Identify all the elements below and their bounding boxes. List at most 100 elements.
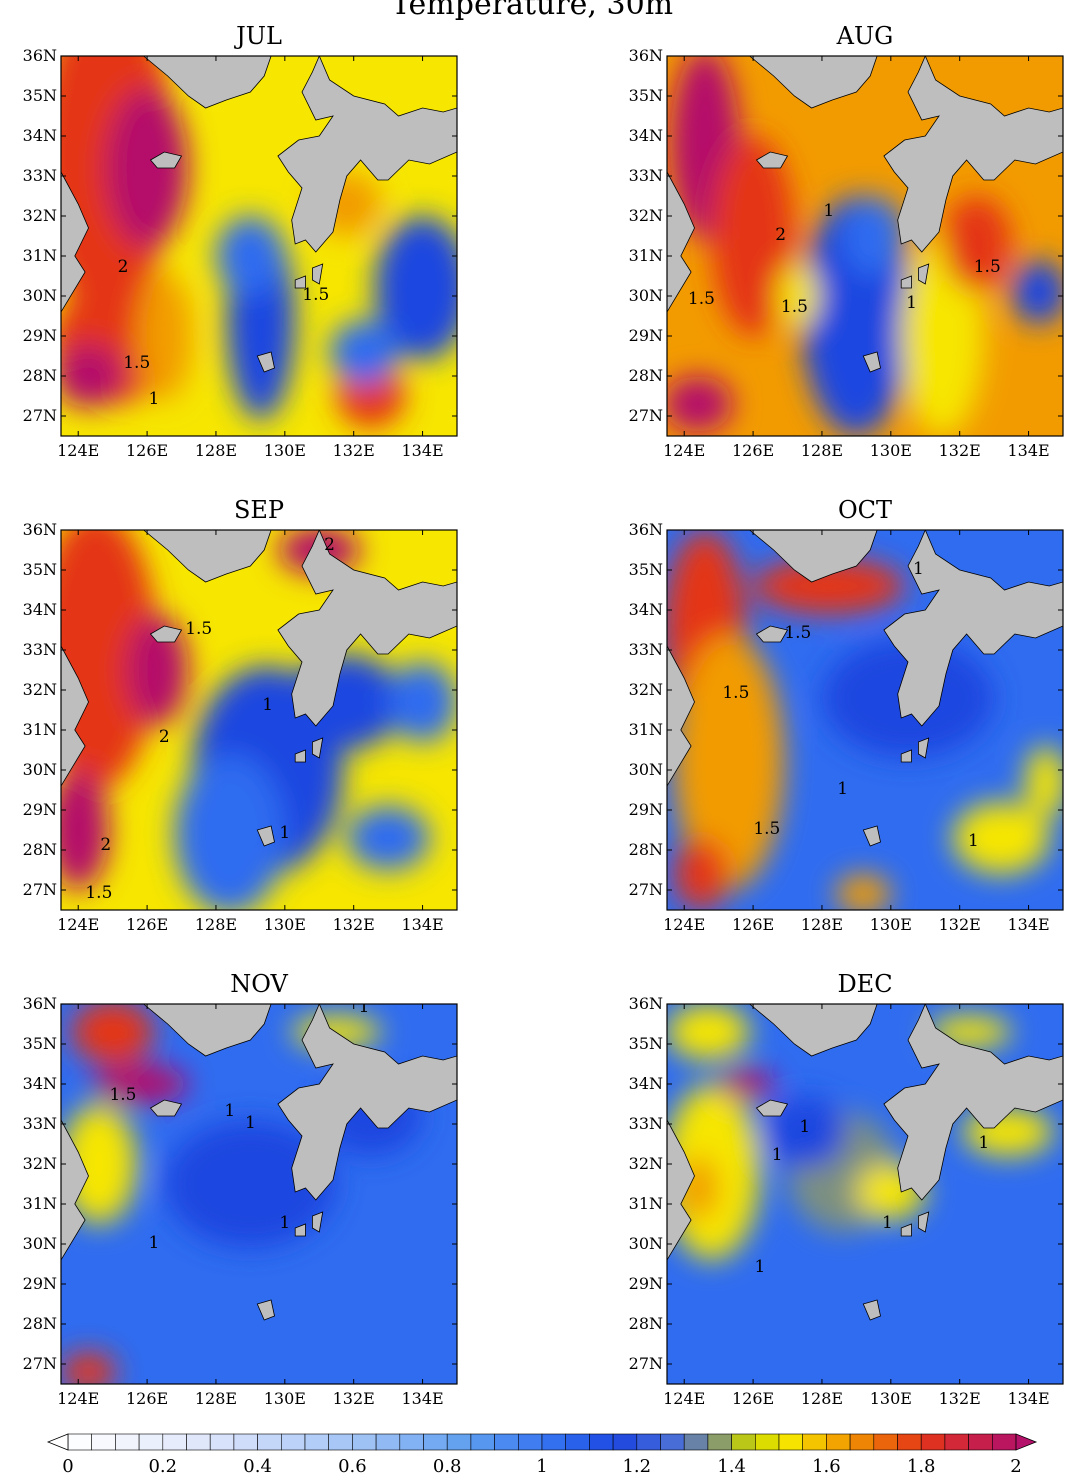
land-layer: [667, 56, 1063, 373]
panel-title: AUG: [836, 22, 894, 50]
x-tick-label: 128E: [195, 441, 237, 460]
field-blob: [1011, 260, 1063, 324]
contour-label: 1: [906, 293, 917, 313]
land-china: [61, 171, 89, 313]
field-blob: [952, 802, 1050, 874]
y-tick-label: 32N: [629, 680, 663, 699]
x-tick-label: 132E: [939, 915, 981, 934]
land-jeju: [149, 151, 183, 169]
contour-label: 1.5: [123, 353, 150, 373]
y-tick-label: 30N: [629, 760, 663, 779]
y-tick-label: 31N: [23, 246, 57, 265]
land-tanegashima: [918, 737, 930, 759]
y-tick-label: 35N: [629, 1034, 663, 1053]
colorbar-cell: [660, 1433, 685, 1451]
y-tick-label: 33N: [629, 1114, 663, 1133]
contour-label: 1: [279, 823, 290, 843]
field-blob: [61, 344, 123, 408]
colorbar-tick-label: 2: [1010, 1456, 1021, 1477]
y-tick-label: 35N: [629, 86, 663, 105]
contour-label: 1: [245, 1113, 256, 1133]
y-tick-label: 27N: [23, 1354, 57, 1373]
land-china: [61, 1119, 89, 1261]
colorbar-extend-low: [46, 1433, 69, 1451]
colorbar-cell: [517, 1433, 543, 1451]
colorbar-cell: [423, 1433, 448, 1451]
x-tick-label: 132E: [939, 1389, 981, 1408]
y-tick-label: 29N: [23, 1274, 57, 1293]
y-tick-label: 32N: [23, 1154, 57, 1173]
contour-label: 2: [775, 225, 786, 245]
y-tick-label: 30N: [23, 286, 57, 305]
field-blob: [329, 320, 399, 384]
land-japan: [277, 1004, 457, 1201]
colorbar-cell: [446, 1433, 472, 1451]
colorbar-cell: [968, 1433, 993, 1451]
panel-title: NOV: [230, 970, 288, 998]
y-tick-label: 34N: [629, 600, 663, 619]
y-tick-label: 29N: [629, 1274, 663, 1293]
contour-label: 2: [324, 535, 335, 555]
land-yakushima: [900, 275, 912, 289]
y-tick-label: 30N: [629, 1234, 663, 1253]
land-yakushima: [900, 1223, 912, 1237]
x-tick-label: 126E: [732, 441, 774, 460]
y-tick-label: 32N: [23, 680, 57, 699]
y-tick-label: 35N: [23, 560, 57, 579]
land-tanegashima: [918, 263, 930, 285]
x-tick-label: 132E: [333, 441, 375, 460]
x-tick-label: 128E: [801, 1389, 843, 1408]
land-amami: [256, 351, 275, 373]
contour-label: 1.5: [781, 297, 808, 317]
field-blob: [753, 558, 905, 614]
field-blob: [835, 874, 891, 910]
x-tick-label: 126E: [126, 441, 168, 460]
panel-title: SEP: [234, 496, 284, 524]
land-japan: [277, 56, 457, 253]
contour-label: 1: [799, 1117, 810, 1137]
y-tick-label: 28N: [629, 840, 663, 859]
x-tick-label: 126E: [126, 915, 168, 934]
x-tick-label: 132E: [939, 441, 981, 460]
panel-dec: 11111DEC36N35N34N33N32N31N30N29N28N27N12…: [629, 970, 1064, 1408]
x-tick-label: 130E: [264, 915, 306, 934]
y-tick-label: 35N: [629, 560, 663, 579]
colorbar-cell: [138, 1433, 164, 1451]
land-japan: [883, 1004, 1063, 1201]
contour-label: 1: [262, 695, 273, 715]
field-blob: [61, 530, 158, 790]
colorbar-cell: [209, 1433, 235, 1451]
colorbar-tick-label: 0: [62, 1456, 73, 1477]
land-amami: [862, 825, 881, 847]
field-blob: [136, 272, 192, 400]
colorbar-cell: [399, 1433, 424, 1451]
land-amami: [862, 351, 881, 373]
y-tick-label: 31N: [23, 720, 57, 739]
y-tick-label: 27N: [629, 1354, 663, 1373]
colorbar-cell: [920, 1433, 946, 1451]
field-blob: [374, 216, 457, 360]
x-tick-label: 128E: [195, 915, 237, 934]
colorbar-cell: [683, 1433, 709, 1451]
colorbar-extend-high: [1015, 1433, 1038, 1451]
panel-grid: 21.51.51JUL36N35N34N33N32N31N30N29N28N27…: [23, 22, 1064, 1408]
field-blob: [164, 1120, 337, 1248]
colorbar-tick-label: 1.4: [717, 1456, 746, 1477]
colorbar-cell: [944, 1433, 969, 1451]
contour-label: 1.5: [784, 623, 811, 643]
x-tick-label: 124E: [663, 915, 705, 934]
land-layer: [61, 1004, 457, 1321]
land-jeju: [755, 151, 789, 169]
colorbar-cell: [897, 1433, 922, 1451]
panel-frame: [666, 1003, 1064, 1385]
x-tick-label: 126E: [732, 1389, 774, 1408]
x-tick-label: 124E: [57, 1389, 99, 1408]
y-tick-label: 36N: [629, 520, 663, 539]
y-tick-label: 33N: [629, 166, 663, 185]
contour-label: 1: [823, 201, 834, 221]
x-tick-label: 126E: [732, 915, 774, 934]
x-tick-label: 134E: [1007, 441, 1049, 460]
land-layer: [667, 1004, 1063, 1321]
panel-title: OCT: [838, 496, 892, 524]
